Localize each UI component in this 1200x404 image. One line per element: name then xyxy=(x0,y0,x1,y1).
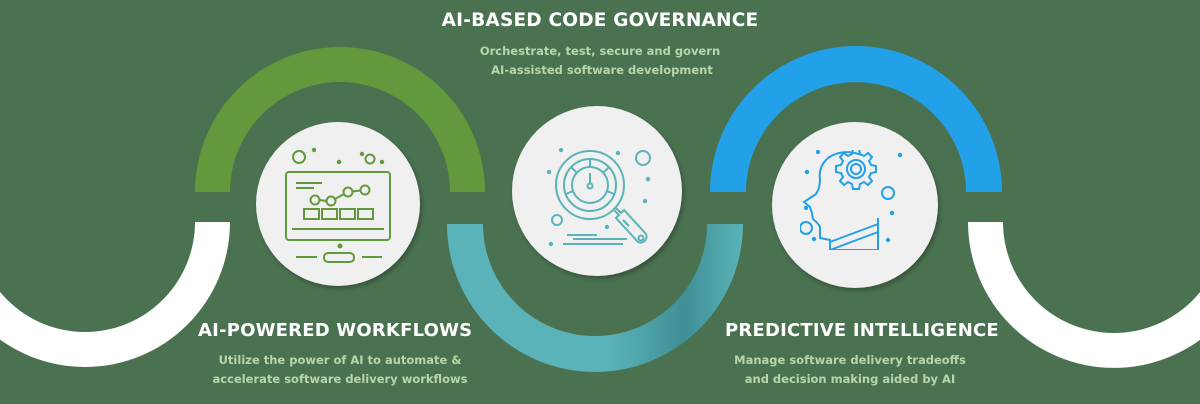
workflows-title: AI-POWERED WORKFLOWS xyxy=(198,320,473,341)
magnifier-gauge-icon xyxy=(546,148,651,247)
left-white-arc xyxy=(0,222,230,367)
predictive-description-line-2: and decision making aided by AI xyxy=(744,372,956,386)
blue-arc xyxy=(710,46,1002,192)
green-arc xyxy=(195,47,485,192)
monitor-chart-icon xyxy=(285,147,391,263)
head-gear-icon xyxy=(800,150,903,250)
workflows-description: Utilize the power of AI to automate & ac… xyxy=(190,351,490,389)
governance-description-line-1: Orchestrate, test, secure and govern xyxy=(479,44,721,58)
right-white-arc xyxy=(968,222,1200,368)
workflows-circle xyxy=(256,122,420,286)
workflows-description-line-1: Utilize the power of AI to automate & xyxy=(218,353,462,367)
governance-circle xyxy=(512,106,682,276)
workflows-description-line-2: accelerate software delivery workflows xyxy=(212,372,468,386)
predictive-description: Manage software delivery tradeoffs and d… xyxy=(700,351,1000,389)
governance-title: AI-BASED CODE GOVERNANCE xyxy=(441,10,759,31)
governance-description: Orchestrate, test, secure and govern AI-… xyxy=(400,42,800,80)
predictive-description-line-1: Manage software delivery tradeoffs xyxy=(734,353,966,367)
teal-arc xyxy=(447,224,743,372)
predictive-title: PREDICTIVE INTELLIGENCE xyxy=(725,320,999,341)
governance-description-line-2: AI-assisted software development xyxy=(491,63,713,77)
